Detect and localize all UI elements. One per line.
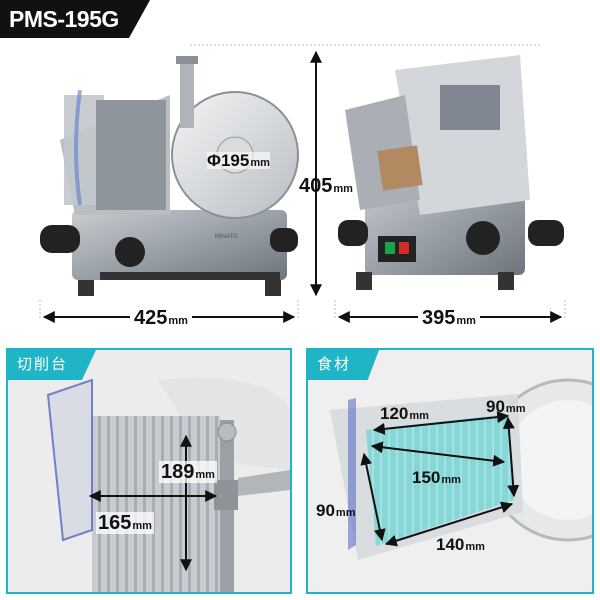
panel-cutting-table-label: 切削台 <box>17 356 69 373</box>
panel-food-tag: 食材 <box>308 350 380 380</box>
panel-food-label: 食材 <box>317 356 352 373</box>
food-bottom-label: 140mm <box>436 535 485 554</box>
food-diagonal-label: 150mm <box>412 468 461 487</box>
front-view-slicer: MINATO <box>40 56 299 296</box>
model-name: PMS-195G <box>9 6 119 32</box>
slicer-base <box>72 210 287 280</box>
panel-food: 食材 120mm 90mm 150mm 90mm 140mm <box>306 348 594 594</box>
model-tag: PMS-195G <box>0 0 150 38</box>
cutting-table-illustration <box>8 350 290 592</box>
food-left-label: 90mm <box>316 501 356 520</box>
width-label: 425mm <box>130 308 192 328</box>
side-view-slicer <box>338 55 564 290</box>
food-area-illustration <box>308 350 592 592</box>
brand-plate: MINATO <box>215 234 238 240</box>
food-top-label: 120mm <box>380 404 429 423</box>
depth-label: 395mm <box>418 308 480 328</box>
food-right-label: 90mm <box>486 397 526 416</box>
panel-cutting-table: 切削台 189mm 165mm <box>6 348 292 594</box>
table-width-label: 165mm <box>96 512 154 534</box>
table-height-label: 189mm <box>159 461 217 483</box>
blade-diameter-label: Φ195mm <box>207 151 270 170</box>
slicer-illustration: MINATO <box>39 44 566 323</box>
panel-cutting-table-tag: 切削台 <box>8 350 97 380</box>
switch-panel <box>378 236 416 262</box>
height-label: 405mm <box>299 175 353 197</box>
thickness-knob <box>115 237 145 267</box>
